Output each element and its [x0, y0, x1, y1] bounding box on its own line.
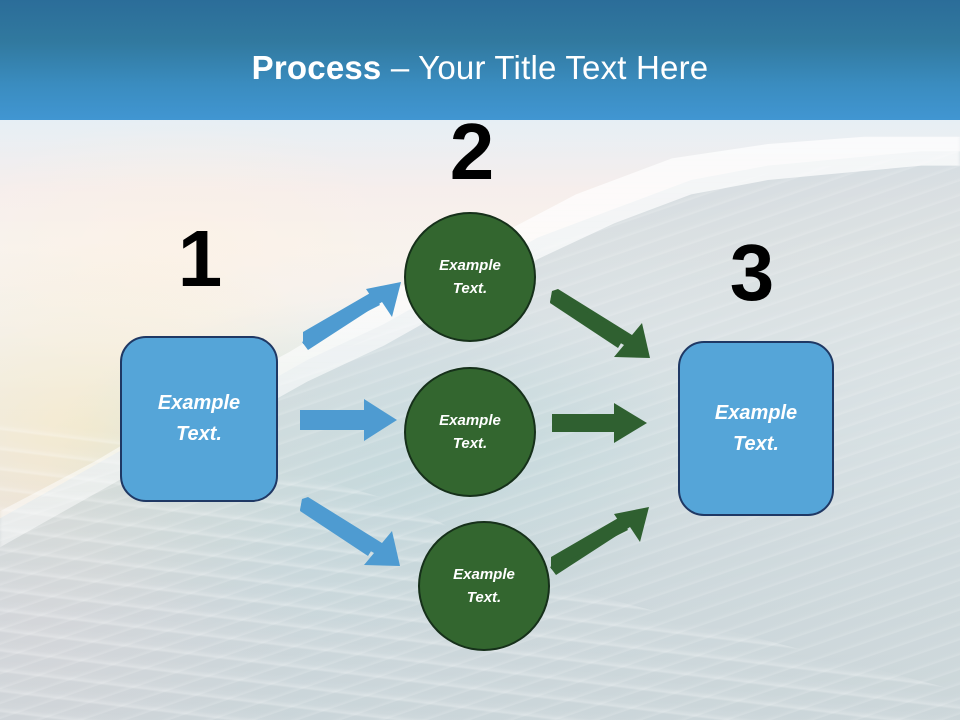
- process-circle-bottom-line2: Text.: [466, 589, 502, 606]
- process-box-start-line2: Text.: [176, 423, 222, 445]
- title-banner: [0, 0, 960, 120]
- arrow-start-to-middle-icon: [300, 399, 398, 443]
- process-box-start-line1: Example: [157, 392, 241, 414]
- process-circle-top[interactable]: Example Text.: [404, 212, 536, 342]
- process-circle-bottom[interactable]: Example Text.: [418, 521, 550, 651]
- arrow-start-to-top-icon: [300, 280, 410, 350]
- step-number-1: 1: [177, 214, 223, 303]
- step-number-2: 2: [449, 107, 495, 196]
- process-circle-top-line1: Example: [439, 257, 501, 274]
- page-title: Process – Your Title Text Here: [0, 48, 960, 88]
- process-box-start[interactable]: Example Text.: [120, 336, 278, 502]
- arrow-top-to-end-icon: [550, 287, 660, 363]
- arrow-bottom-to-end-icon: [548, 505, 658, 575]
- process-circle-top-line2: Text.: [452, 280, 488, 297]
- arrow-start-to-bottom-icon: [300, 495, 410, 571]
- process-circle-bottom-line1: Example: [453, 566, 515, 583]
- page-title-rest: – Your Title Text Here: [381, 49, 709, 86]
- page-title-strong: Process: [251, 49, 382, 86]
- process-circle-middle[interactable]: Example Text.: [404, 367, 536, 497]
- step-number-3: 3: [729, 228, 775, 317]
- process-box-end-line2: Text.: [733, 432, 779, 455]
- process-box-end[interactable]: Example Text.: [678, 341, 834, 516]
- arrow-middle-to-end-icon: [552, 401, 648, 445]
- process-circle-middle-line1: Example: [439, 412, 501, 429]
- process-box-end-line1: Example: [714, 401, 798, 424]
- process-circle-middle-line2: Text.: [452, 435, 488, 452]
